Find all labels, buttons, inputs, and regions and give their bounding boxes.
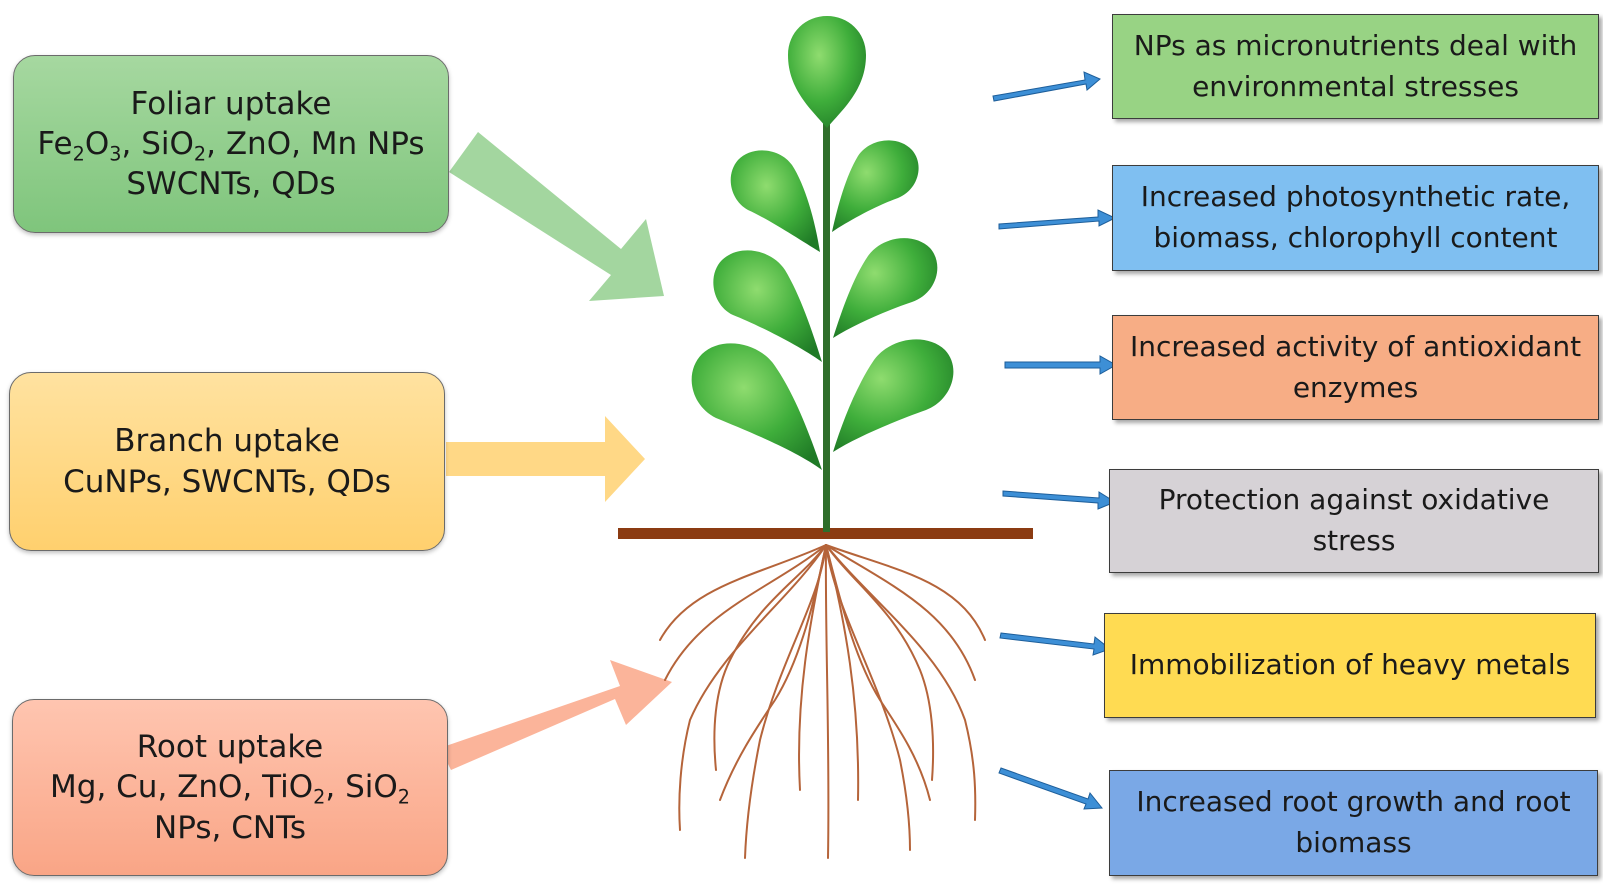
effect-arrow-6 <box>998 767 1103 810</box>
uptake-title: Root uptake <box>137 727 323 767</box>
text-segment: Mg, Cu, ZnO, TiO <box>50 769 314 806</box>
subscript: 2 <box>313 786 326 810</box>
leaf-icon <box>833 339 954 452</box>
effect-box-micronutrients: NPs as micronutrients deal with environm… <box>1112 14 1599 119</box>
effect-arrow-4 <box>1002 490 1117 510</box>
uptake-materials: Fe2O3, SiO2, ZnO, Mn NPs <box>37 124 424 164</box>
effect-text: enzymes <box>1292 370 1419 404</box>
subscript: 3 <box>109 142 122 166</box>
foliar-uptake-arrow <box>449 132 664 301</box>
text-segment: Fe <box>37 125 73 162</box>
uptake-materials: Mg, Cu, ZnO, TiO2, SiO2 <box>50 767 410 807</box>
effect-text: Increased activity of antioxidant <box>1129 329 1582 363</box>
uptake-title: Branch uptake <box>114 421 340 461</box>
effect-text: Increased photosynthetic rate, <box>1140 180 1571 214</box>
effect-text: NPs as micronutrients deal with <box>1133 28 1578 62</box>
effect-text: biomass <box>1295 826 1412 859</box>
leaf-icon <box>788 16 866 128</box>
effect-text: environmental stresses <box>1192 69 1519 103</box>
effect-arrow-1 <box>992 71 1101 102</box>
effect-arrow-2 <box>998 209 1117 230</box>
leaf-icon <box>833 238 938 338</box>
subscript: 2 <box>193 142 207 166</box>
leaf-icon <box>832 140 919 232</box>
text-segment: , ZnO, Mn NPs <box>206 125 425 162</box>
plant-stem <box>823 100 830 532</box>
plant-icon <box>691 16 954 470</box>
uptake-materials: NPs, CNTs <box>154 808 306 848</box>
uptake-materials: SWCNTs, QDs <box>126 164 335 204</box>
text-segment: SWCNTs, QDs <box>126 166 336 203</box>
soil-line <box>618 528 1033 539</box>
effect-text: Increased root growth and root <box>1136 785 1571 819</box>
effect-box-heavy-metals: Immobilization of heavy metals <box>1104 613 1596 718</box>
text-segment: NPs, CNTs <box>154 809 306 846</box>
effect-box-antioxidant: Increased activity of antioxidant enzyme… <box>1112 315 1599 420</box>
text-segment: O <box>84 125 110 162</box>
uptake-title: Foliar uptake <box>131 84 332 124</box>
effect-arrows <box>992 71 1118 810</box>
text-segment: CuNPs, SWCNTs, QDs <box>63 463 391 500</box>
effect-text: Immobilization of heavy metals <box>1129 648 1571 682</box>
effect-text: Protection against oxidative <box>1158 483 1550 517</box>
text-segment: Branch uptake <box>114 423 340 460</box>
branch-uptake-arrow <box>446 416 645 502</box>
subscript: 2 <box>72 142 85 166</box>
effect-box-oxidative-stress: Protection against oxidative stress <box>1109 469 1599 573</box>
effect-text: biomass, chlorophyll content <box>1153 221 1558 254</box>
leaf-icon <box>730 150 820 252</box>
leaf-icon <box>691 343 822 470</box>
subscript: 2 <box>397 786 410 810</box>
effect-arrow-5 <box>999 632 1112 656</box>
text-segment: Foliar uptake <box>130 85 332 122</box>
effect-box-photosynthesis: Increased photosynthetic rate, biomass, … <box>1112 165 1599 271</box>
text-segment: , SiO <box>325 769 398 806</box>
roots-icon <box>659 544 986 859</box>
effect-box-root-growth: Increased root growth and root biomass <box>1109 770 1598 876</box>
effect-text: stress <box>1312 524 1396 557</box>
leaf-icon <box>713 250 822 362</box>
uptake-materials: CuNPs, SWCNTs, QDs <box>63 462 391 502</box>
text-segment: , SiO <box>121 125 194 162</box>
text-segment: Root uptake <box>136 729 324 766</box>
effect-arrow-3 <box>1004 355 1118 375</box>
root-uptake-arrow <box>440 660 672 770</box>
